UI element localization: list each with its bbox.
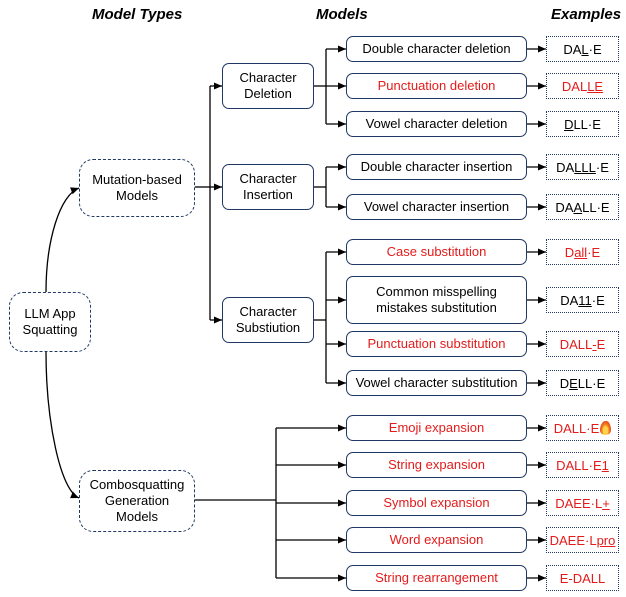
model-double-deletion: Double character deletion (346, 36, 527, 62)
curve-root-combo (45, 351, 80, 499)
header-models: Models (316, 6, 368, 23)
example-text-part: DAEE·L (549, 532, 597, 548)
fire-emoji-icon (600, 421, 612, 435)
example-text-part: ·E (587, 244, 601, 260)
example-text-part: LL·E (573, 116, 601, 132)
model-vowel-deletion: Vowel character deletion (346, 111, 527, 137)
model-case-substitution: Case substitution (346, 239, 527, 265)
example-text-part: - (592, 336, 597, 352)
example-text-part: all (574, 244, 588, 260)
example-text-part: 11 (578, 292, 592, 308)
example-text-part: D (564, 244, 575, 260)
model-punctuation-substitution: Punctuation substitution (346, 331, 527, 357)
model-double-insertion: Double character insertion (346, 154, 527, 180)
model-punctuation-deletion: Punctuation deletion (346, 73, 527, 99)
category-character-substitution: Character Substiution (222, 297, 314, 343)
model-misspelling-substitution: Common misspelling mistakes substitution (346, 276, 527, 324)
example-text-part: + (602, 495, 610, 511)
type-mutation-based: Mutation-based Models (79, 159, 195, 217)
example-text-part: DAEE·L (555, 495, 603, 511)
example-text-part: LLL (574, 159, 596, 175)
example-text-part: D (559, 375, 570, 391)
example-text-part: DALL (559, 336, 593, 352)
model-vowel-substitution: Vowel character substitution (346, 370, 527, 396)
category-character-deletion: Character Deletion (222, 63, 314, 109)
model-string-expansion: String expansion (346, 452, 527, 478)
example-string-rearrangement: E-DALL (546, 565, 619, 591)
type-combosquatting: Combosquatting Generation Models (79, 470, 195, 532)
example-text-part: A (573, 199, 583, 215)
example-text-part: E (569, 375, 578, 391)
example-text-part: DALL·E (556, 457, 602, 473)
example-text-part: E-DALL (559, 570, 606, 586)
example-text-part: DA (560, 292, 579, 308)
example-text-part: L (581, 41, 589, 57)
example-text-part: LL·E (582, 199, 610, 215)
example-text-part: DA (555, 199, 574, 215)
example-text-part: DALL·E (553, 420, 600, 436)
model-example-arrows (527, 45, 546, 582)
example-text-part: DA (556, 159, 575, 175)
example-punctuation-substitution: DALL-E (546, 331, 619, 357)
header-examples: Examples (551, 6, 622, 23)
example-text-part: LL·E (577, 375, 606, 391)
example-symbol-expansion: DAEE·L+ (546, 490, 619, 516)
model-vowel-insertion: Vowel character insertion (346, 194, 527, 220)
example-text-part: ·E (595, 159, 609, 175)
example-text-part: pro (596, 532, 616, 548)
model-emoji-expansion: Emoji expansion (346, 415, 527, 441)
root-llm-app-squatting: LLM App Squatting (9, 292, 91, 352)
example-text-part: E (596, 336, 606, 352)
model-string-rearrangement: String rearrangement (346, 565, 527, 591)
example-word-expansion: DAEE·L pro (546, 527, 619, 553)
model-symbol-expansion: Symbol expansion (346, 490, 527, 516)
model-word-expansion: Word expansion (346, 527, 527, 553)
example-text-part: 1 (601, 457, 609, 473)
example-text-part: ·E (591, 292, 605, 308)
example-text-part: ·E (588, 41, 602, 57)
example-text-part: D (564, 116, 574, 132)
example-text-part: DAL (561, 78, 588, 94)
category-character-insertion: Character Insertion (222, 164, 314, 210)
example-emoji-expansion: DALL·E (546, 415, 619, 441)
example-text-part: LE (587, 78, 604, 94)
curve-root-mutation (45, 187, 80, 293)
example-text-part: DA (563, 41, 582, 57)
header-model-types: Model Types (92, 6, 183, 23)
